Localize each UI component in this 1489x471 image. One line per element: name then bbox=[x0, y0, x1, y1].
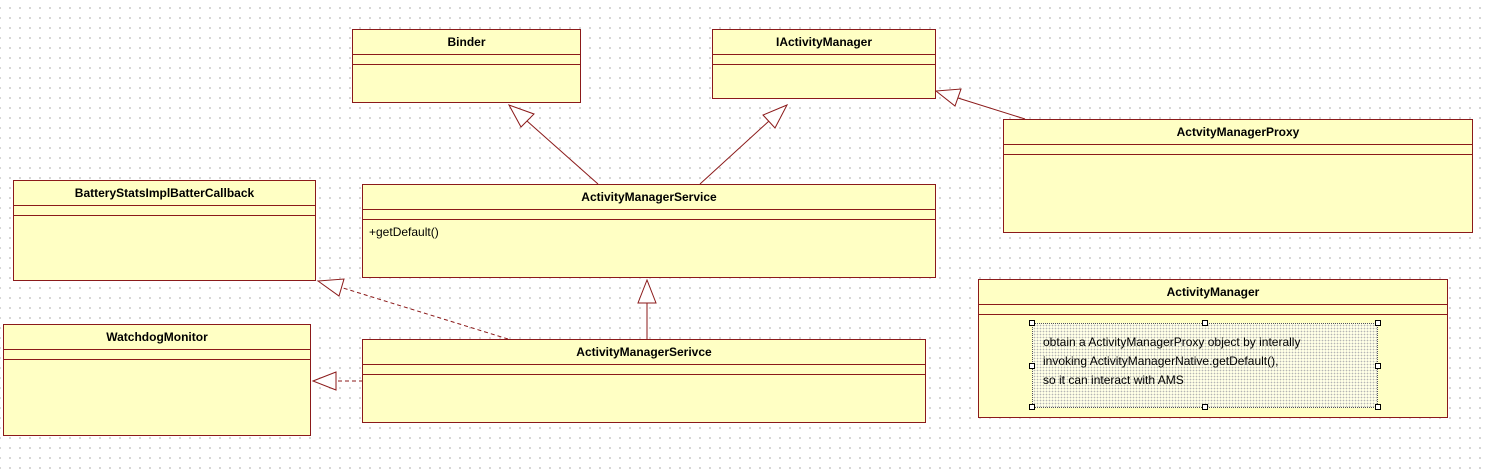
attributes-compartment bbox=[979, 305, 1447, 315]
resize-handle-middle-right[interactable] bbox=[1375, 363, 1381, 369]
class-name: ActivityManagerSerivce bbox=[363, 340, 925, 365]
note-line: obtain a ActivityManagerProxy object by … bbox=[1043, 335, 1301, 349]
attributes-compartment bbox=[14, 206, 315, 216]
connector-service-to-binder[interactable] bbox=[507, 104, 599, 185]
note-line: so it can interact with AMS bbox=[1043, 373, 1184, 387]
class-batterystatsimplbattercallback[interactable]: BatteryStatsImplBatterCallback bbox=[13, 180, 316, 281]
class-name: BatteryStatsImplBatterCallback bbox=[14, 181, 315, 206]
operations-compartment bbox=[4, 360, 310, 435]
class-actvitymanagerproxy[interactable]: ActvityManagerProxy bbox=[1003, 119, 1473, 233]
class-binder[interactable]: Binder bbox=[352, 29, 581, 103]
resize-handle-bottom-right[interactable] bbox=[1375, 404, 1381, 410]
resize-handle-middle-left[interactable] bbox=[1029, 363, 1035, 369]
attributes-compartment bbox=[713, 55, 935, 65]
note-line: invoking ActivityManagerNative.getDefaul… bbox=[1043, 354, 1279, 368]
operation-getdefault[interactable]: +getDefault() bbox=[369, 225, 439, 239]
attributes-compartment bbox=[363, 365, 925, 375]
operations-compartment bbox=[713, 65, 935, 98]
connector-serivce-to-batterycallback[interactable] bbox=[316, 278, 509, 340]
class-name: ActvityManagerProxy bbox=[1004, 120, 1472, 145]
operations-compartment bbox=[1004, 155, 1472, 232]
operations-compartment bbox=[353, 65, 580, 102]
class-name: IActivityManager bbox=[713, 30, 935, 55]
class-name: ActivityManagerService bbox=[363, 185, 935, 210]
resize-handle-top-middle[interactable] bbox=[1202, 320, 1208, 326]
resize-handle-top-left[interactable] bbox=[1029, 320, 1035, 326]
note-text-selection[interactable]: obtain a ActivityManagerProxy object by … bbox=[1032, 323, 1378, 408]
resize-handle-bottom-middle[interactable] bbox=[1202, 404, 1208, 410]
connector-serivce-to-service[interactable] bbox=[637, 278, 657, 339]
resize-handle-bottom-left[interactable] bbox=[1029, 404, 1035, 410]
operations-compartment bbox=[363, 375, 925, 422]
attributes-compartment bbox=[4, 350, 310, 360]
class-iactivitymanager[interactable]: IActivityManager bbox=[712, 29, 936, 99]
class-activitymanagerservice[interactable]: ActivityManagerService +getDefault() bbox=[362, 184, 936, 278]
connector-serivce-to-watchdog[interactable] bbox=[311, 371, 363, 391]
operations-compartment bbox=[14, 216, 315, 280]
attributes-compartment bbox=[363, 210, 935, 220]
connector-service-to-iactivitymanager[interactable] bbox=[699, 104, 789, 185]
class-name: Binder bbox=[353, 30, 580, 55]
operations-compartment: +getDefault() bbox=[363, 220, 935, 277]
resize-handle-top-right[interactable] bbox=[1375, 320, 1381, 326]
class-watchdogmonitor[interactable]: WatchdogMonitor bbox=[3, 324, 311, 436]
class-name: ActivityManager bbox=[979, 280, 1447, 305]
connector-proxy-to-iactivitymanager[interactable] bbox=[934, 88, 1026, 120]
class-activitymanagerserivce[interactable]: ActivityManagerSerivce bbox=[362, 339, 926, 423]
attributes-compartment bbox=[353, 55, 580, 65]
class-name: WatchdogMonitor bbox=[4, 325, 310, 350]
attributes-compartment bbox=[1004, 145, 1472, 155]
